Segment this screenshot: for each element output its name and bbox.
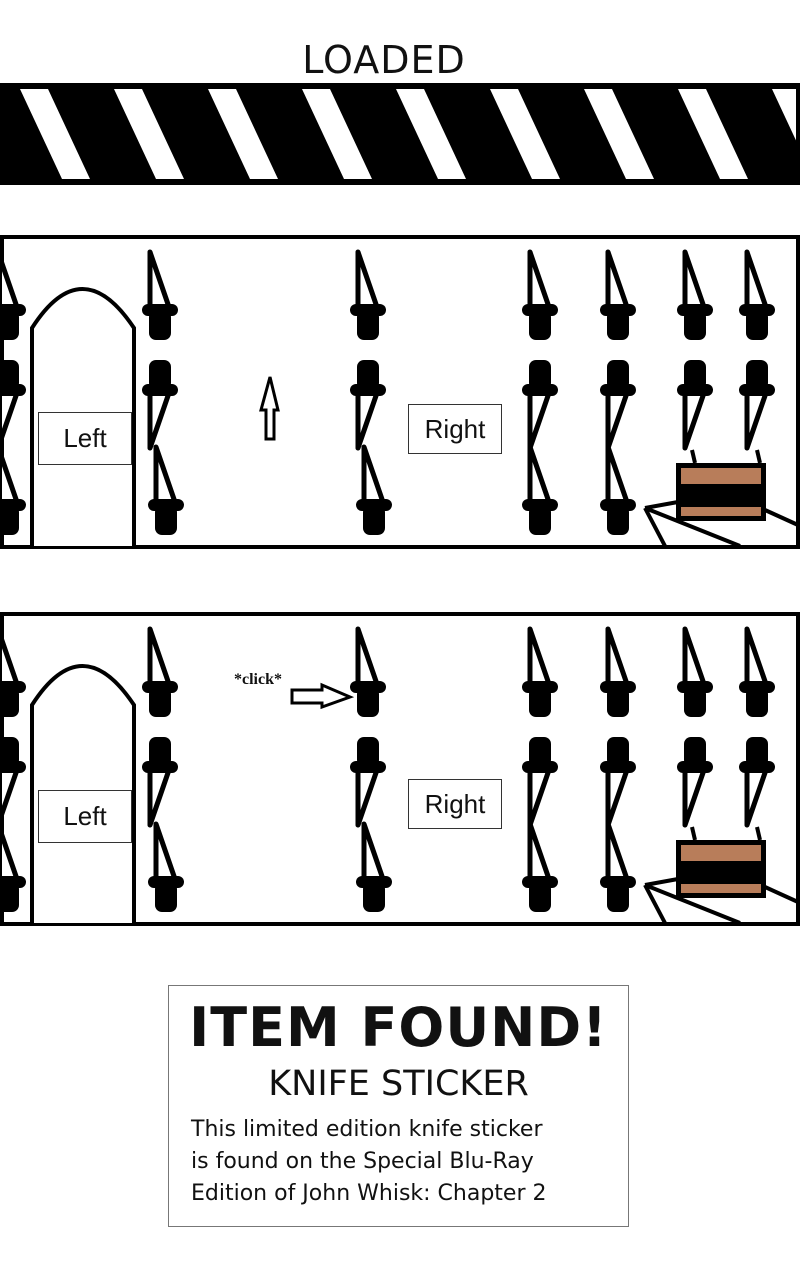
table-edge (644, 883, 741, 925)
description-line: This limited edition knife sticker (191, 1117, 543, 1142)
loading-bar (0, 83, 800, 185)
loading-stripe (208, 89, 278, 179)
loading-bar-stripes (20, 89, 800, 179)
table-edge (643, 507, 667, 547)
table-edge (644, 506, 741, 548)
cake-layer (681, 468, 761, 484)
up-arrow-cursor-icon (259, 376, 280, 441)
loading-stripe (490, 89, 560, 179)
left-nav-button[interactable]: Left (38, 412, 132, 465)
loading-stripe (584, 89, 654, 179)
cake (676, 449, 766, 521)
scene-panel-2 (0, 612, 800, 926)
cake-layer (681, 884, 761, 893)
description-line: is found on the Special Blu-Ray (191, 1149, 534, 1174)
cake-candle (755, 826, 762, 841)
item-found-title: ITEM FOUND! (189, 996, 608, 1059)
scene-panel-1 (0, 235, 800, 549)
item-found-dialog: ITEM FOUND! KNIFE STICKER This limited e… (168, 985, 629, 1227)
cake-candle (690, 826, 697, 841)
panel-edge (0, 237, 2, 547)
right-arrow-cursor-icon (290, 682, 355, 710)
right-nav-button[interactable]: Right (408, 404, 502, 454)
loading-stripe (396, 89, 466, 179)
loading-stripe (302, 89, 372, 179)
item-description: This limited edition knife sticker is fo… (169, 1114, 628, 1210)
loading-stripe (678, 89, 748, 179)
loading-stripe (772, 89, 800, 149)
table-edge (643, 884, 667, 924)
loading-stripe (114, 89, 184, 179)
panel-edge (0, 614, 2, 924)
cake-layer (681, 507, 761, 516)
loading-stripe (20, 89, 90, 179)
cake (676, 826, 766, 898)
cake-candle (690, 449, 697, 464)
cake-layer (681, 845, 761, 861)
loading-label: LOADED (302, 38, 466, 82)
left-nav-button[interactable]: Left (38, 790, 132, 843)
table-edge (764, 508, 799, 527)
right-nav-button[interactable]: Right (408, 779, 502, 829)
cake-candle (755, 449, 762, 464)
loading-bar-border (0, 83, 800, 185)
table-edge (764, 885, 799, 904)
click-sound-text: *click* (234, 671, 282, 688)
item-name: KNIFE STICKER (268, 1064, 529, 1104)
description-line: Edition of John Whisk: Chapter 2 (191, 1181, 547, 1206)
